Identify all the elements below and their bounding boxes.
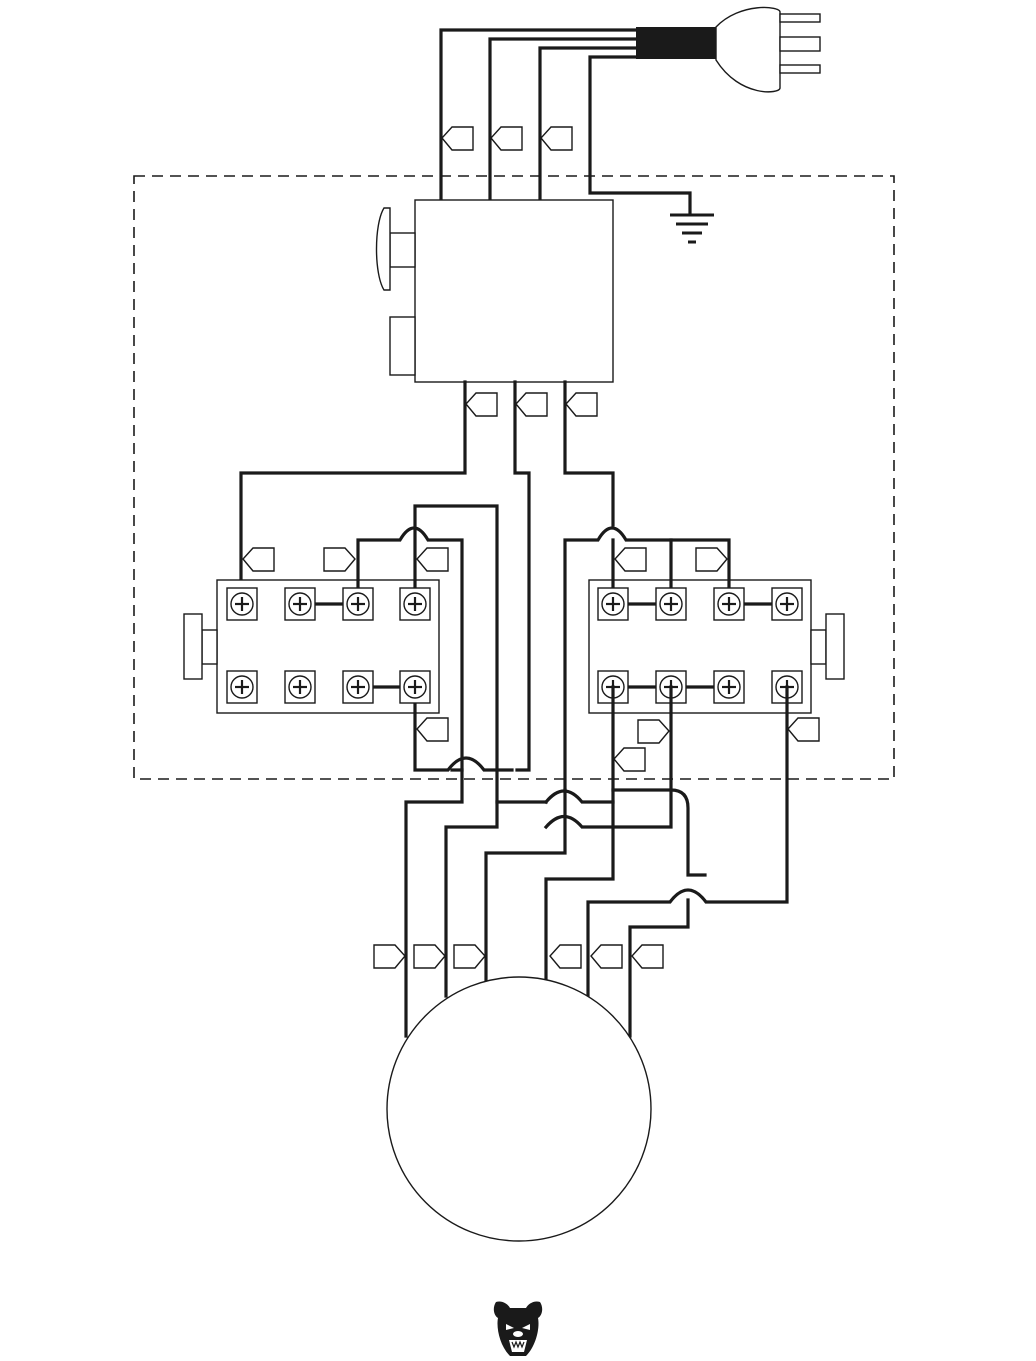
wire-tags-motor: [374, 945, 663, 968]
screw-terminal: [227, 588, 257, 620]
control-box: [377, 200, 614, 382]
motor: [387, 977, 651, 1241]
screw-terminal: [656, 588, 686, 620]
screw-terminal: [343, 588, 373, 620]
wire-tag: [788, 718, 819, 741]
wire-tag: [615, 548, 646, 571]
wire-tags-control-box: [466, 393, 597, 416]
wire-tag: [516, 393, 547, 416]
wire-tag: [541, 127, 572, 150]
ground-symbol-icon: [670, 215, 714, 242]
power-plug-icon: [636, 7, 820, 91]
wire-tag: [243, 548, 274, 571]
mushroom-switch-icon: [377, 208, 391, 290]
wire-tag: [414, 945, 445, 968]
wire-tag: [638, 720, 669, 743]
screw-terminal: [400, 671, 430, 703]
wire-tag: [591, 945, 622, 968]
wire-tag: [696, 548, 727, 571]
wire-tag: [566, 393, 597, 416]
screw-terminal: [714, 588, 744, 620]
wire-tag: [614, 748, 645, 771]
wire-tag: [417, 718, 448, 741]
wire-tag: [550, 945, 581, 968]
screw-terminal: [285, 588, 315, 620]
wire-tag: [454, 945, 485, 968]
screw-terminal: [714, 671, 744, 703]
screw-terminal: [227, 671, 257, 703]
wire-tags-cord: [442, 127, 572, 150]
wire-tag: [466, 393, 497, 416]
screw-terminal: [343, 671, 373, 703]
wire-tag: [442, 127, 473, 150]
wire-tag: [374, 945, 405, 968]
wire-tag: [491, 127, 522, 150]
screw-terminal: [772, 588, 802, 620]
wire-tag: [324, 548, 355, 571]
bear-head-logo-icon: [494, 1301, 542, 1356]
wire-tag: [417, 548, 448, 571]
screw-terminal: [285, 671, 315, 703]
screw-terminal: [400, 588, 430, 620]
wire-tag: [632, 945, 663, 968]
screw-terminal: [598, 588, 628, 620]
